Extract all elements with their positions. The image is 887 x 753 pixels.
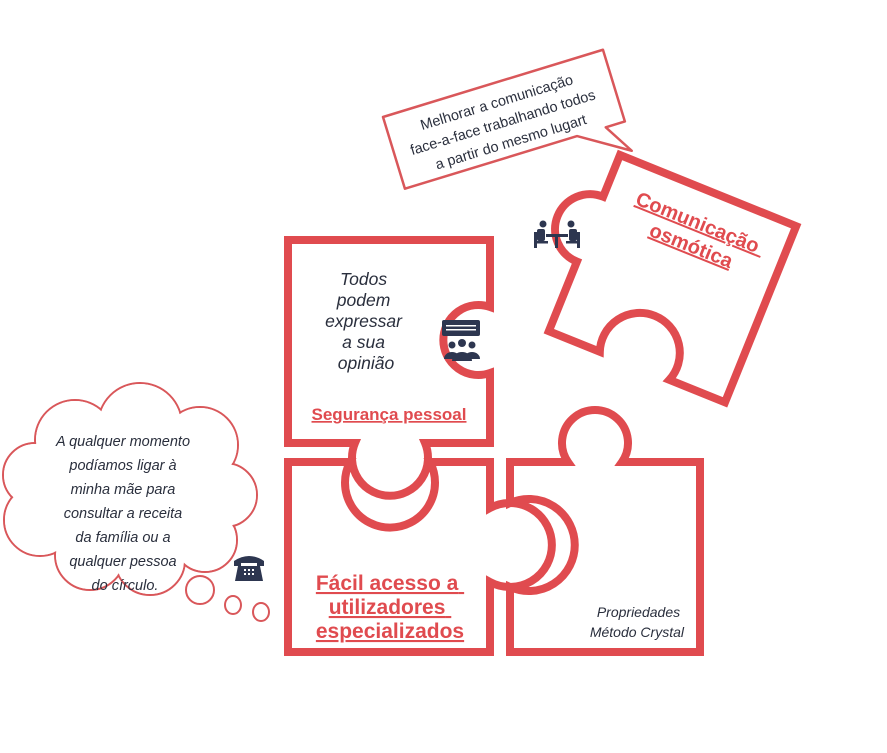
quote-line: expressar [325,311,403,331]
puzzle-piece-comunicacao-osmotica: Comunicação osmótica [543,149,802,408]
svg-text:Propriedades Método Crys: Propriedades Método Crystal [590,604,685,640]
quote-line: a sua [342,332,385,352]
propriedades-line: Método Crystal [590,624,685,640]
cloud-line: A qualquer momento [55,434,190,450]
cloud-line: qualquer pessoa [69,554,176,570]
piece-title: Fácil acesso a [316,572,459,595]
cloud-line: podíamos ligar à [68,458,176,474]
cloud-line: consultar a receita [64,506,182,522]
quote-line: Todos [340,269,387,289]
meeting-table-icon [534,220,580,248]
cloud-line: do círculo. [92,578,159,594]
piece-title: Segurança pessoal [312,405,467,424]
svg-text:A qualquer momento podía: A qualquer momento podíamos ligar à minh… [55,434,194,594]
piece-title: utilizadores [329,596,446,619]
svg-text:Todos podem expres: Todos podem expressar a sua opinião [325,269,407,373]
cloud-line: minha mãe para [71,482,176,498]
svg-text:Fácil acesso a utilizado: Fácil acesso a utilizadores especializad… [316,572,464,643]
thought-cloud: A qualquer momento podíamos ligar à minh… [2,382,270,622]
propriedades-line: Propriedades [597,604,680,620]
group-discussion-icon [442,320,480,361]
puzzle-piece-propriedades: Propriedades Método Crystal [506,406,704,656]
puzzle-piece-seguranca-pessoal: Todos podem expressar a sua opinião Segu… [284,236,494,500]
quote-line: podem [336,290,391,310]
piece-title: especializados [316,620,464,643]
telephone-icon [234,556,264,581]
puzzle-piece-facil-acesso: Fácil acesso a utilizadores especializad… [284,458,556,656]
quote-line: opinião [338,353,395,373]
cloud-line: da família ou a [75,530,170,546]
